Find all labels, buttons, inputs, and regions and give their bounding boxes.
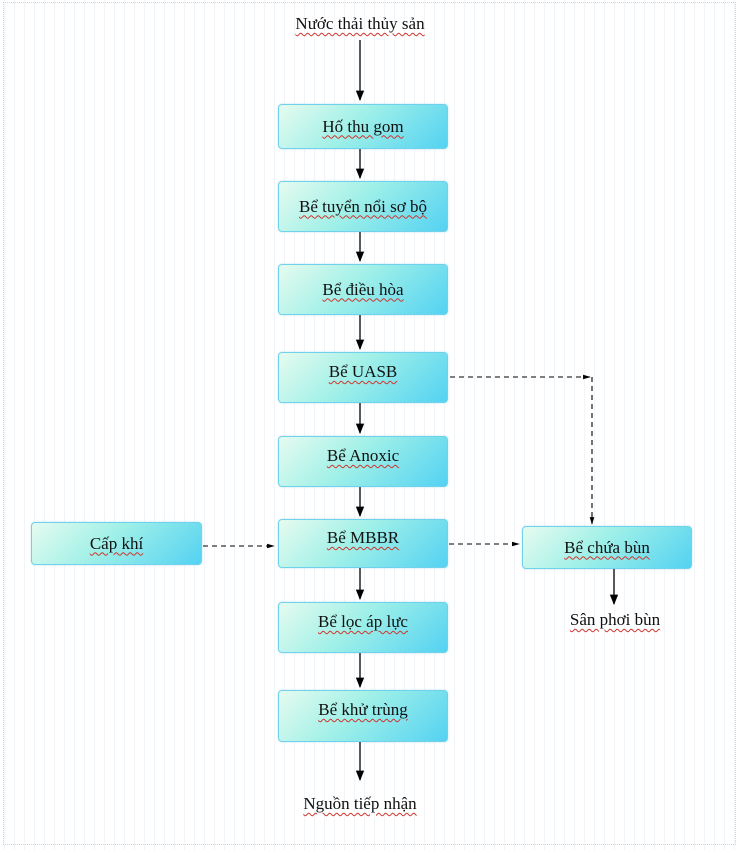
process-box-cap-khi: Cấp khí <box>31 522 202 565</box>
process-box-label: Bể chứa bùn <box>564 537 650 557</box>
process-box-ho-thu-gom: Hố thu gom <box>278 104 448 149</box>
process-box-tuyen-noi-so-bo: Bể tuyển nổi sơ bộ <box>278 181 448 232</box>
process-box-uasb: Bể UASB <box>278 352 448 403</box>
source-label-text: Nước thải thủy sản <box>295 14 425 33</box>
process-box-label: Bể khử trùng <box>318 700 408 719</box>
process-box-label: Hố thu gom <box>322 116 404 136</box>
output-label-text: Nguồn tiếp nhận <box>303 794 417 813</box>
process-box-label: Bể UASB <box>328 362 398 381</box>
process-box-label: Bể Anoxic <box>326 446 400 465</box>
process-box-anoxic: Bể Anoxic <box>278 436 448 487</box>
source-label: Nước thải thủy sản <box>270 14 450 34</box>
process-box-label: Cấp khí <box>89 533 144 553</box>
sludge-output-label: Sân phơi bùn <box>540 610 690 630</box>
process-box-be-chua-bun: Bể chứa bùn <box>522 526 692 569</box>
process-box-label: Bể MBBR <box>326 528 400 547</box>
process-box-mbbr: Bể MBBR <box>278 519 448 568</box>
process-box-label: Bể lọc áp lực <box>318 612 408 631</box>
process-box-label: Bể điều hòa <box>322 279 404 299</box>
process-box-dieu-hoa: Bể điều hòa <box>278 264 448 315</box>
process-box-loc-ap-luc: Bể lọc áp lực <box>278 602 448 653</box>
process-box-label: Bể tuyển nổi sơ bộ <box>299 196 427 216</box>
page-border <box>3 2 736 845</box>
process-box-khu-trung: Bể khử trùng <box>278 690 448 742</box>
sludge-output-label-text: Sân phơi bùn <box>569 610 661 629</box>
output-label: Nguồn tiếp nhận <box>270 794 450 814</box>
